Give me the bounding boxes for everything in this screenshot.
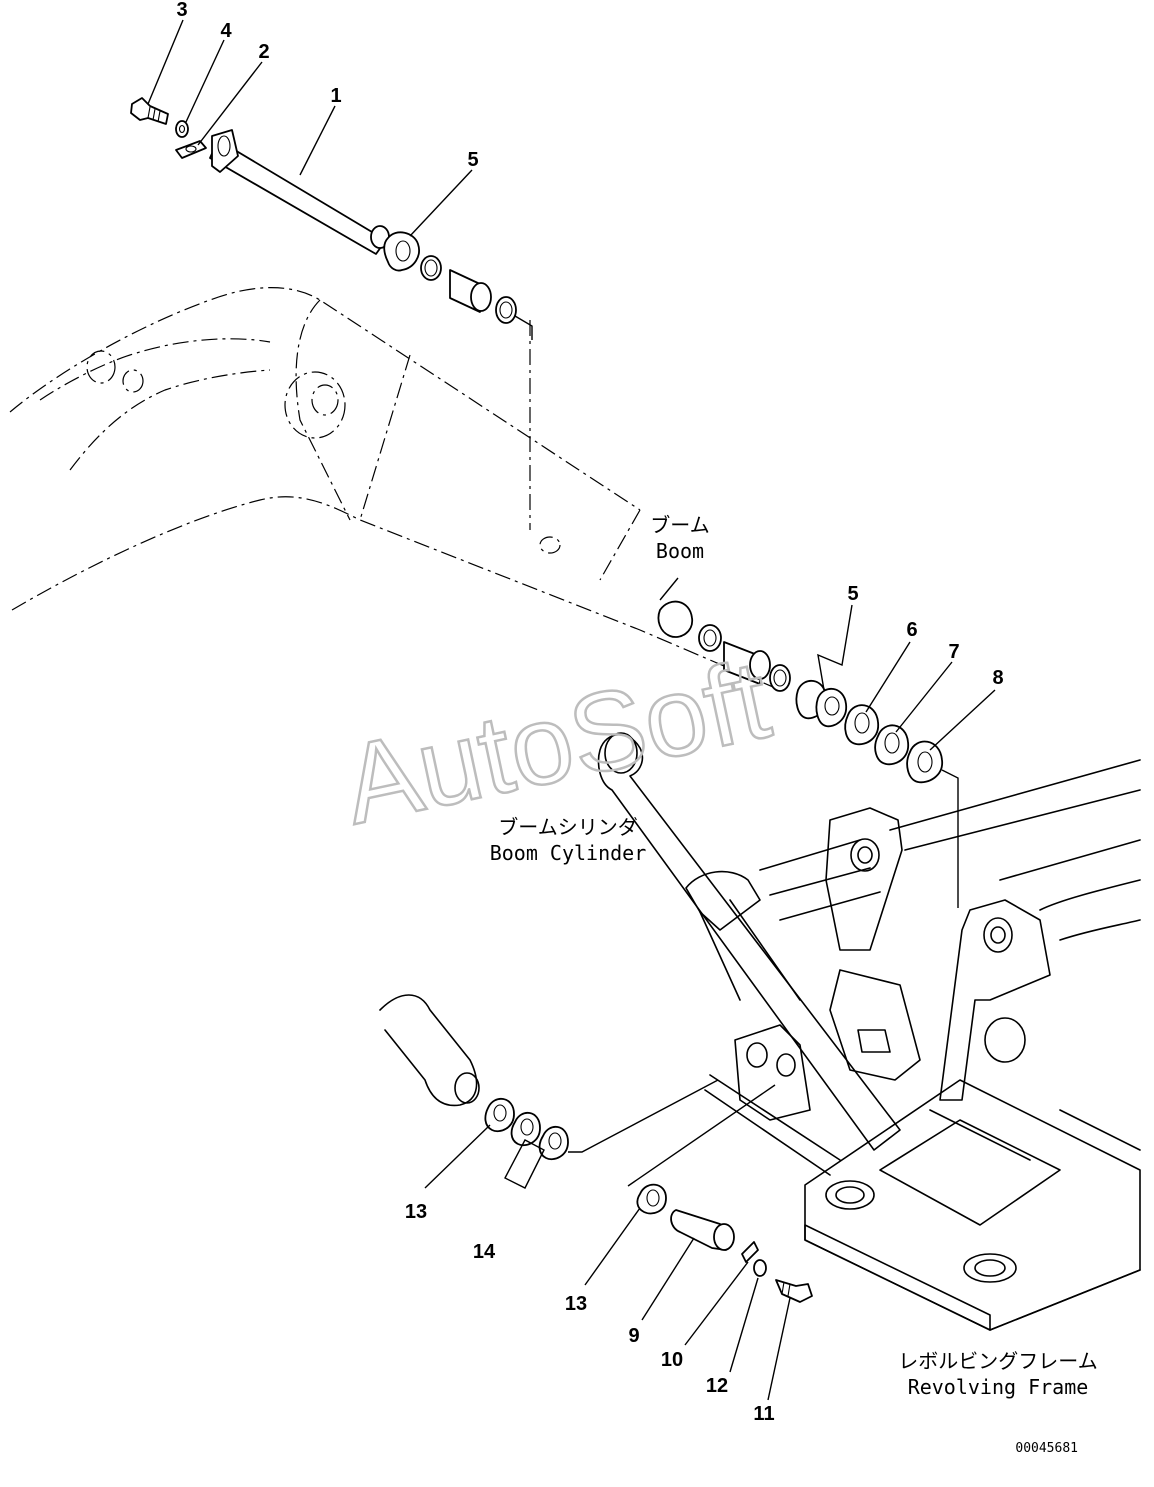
callout-8: 8 (992, 667, 1003, 689)
callout-5-upper: 5 (467, 149, 478, 171)
boom-label-en: Boom (656, 539, 704, 563)
callout-6: 6 (906, 619, 917, 641)
part-labels: ブーム Boom ブームシリンダ Boom Cylinder レボルビングフレー… (490, 513, 1098, 1456)
lock-plate-part-2 (175, 140, 207, 159)
leader-lines (147, 19, 996, 1401)
callout-2: 2 (258, 41, 269, 63)
bolt-part-3 (130, 97, 169, 125)
pin-part-1 (209, 129, 390, 255)
callout-5-lower: 5 (847, 583, 858, 605)
boom-label-jp: ブーム (650, 513, 709, 537)
shim-part-5-upper (383, 231, 420, 272)
callout-numbers: 3 4 2 1 5 5 6 7 8 13 14 13 9 10 12 11 (176, 0, 1003, 1425)
boom-cylinder (597, 732, 901, 1151)
callout-12: 12 (706, 1375, 728, 1397)
callout-11: 11 (753, 1403, 774, 1425)
cylinder-foot-pin-assembly (484, 1079, 813, 1303)
callout-3: 3 (176, 0, 187, 21)
boom-outline (9, 287, 781, 691)
washer-part-4 (175, 120, 189, 138)
callout-10: 10 (661, 1349, 683, 1371)
boom-foot-pin-assembly (130, 97, 533, 340)
revolving-frame (379, 759, 1141, 1331)
callout-4: 4 (220, 20, 232, 42)
boom-cylinder-top-assembly (657, 600, 959, 908)
callout-13-left: 13 (405, 1201, 427, 1223)
revolving-frame-label-en: Revolving Frame (908, 1375, 1089, 1399)
drawing-code: 00045681 (1015, 1441, 1078, 1456)
callout-14: 14 (473, 1241, 496, 1263)
callout-13-lower: 13 (565, 1293, 587, 1315)
revolving-frame-label-jp: レボルビングフレーム (898, 1349, 1097, 1373)
boom-cylinder-label-jp: ブームシリンダ (498, 815, 637, 839)
callout-9: 9 (628, 1325, 639, 1347)
boom-cylinder-label-en: Boom Cylinder (490, 841, 647, 865)
callout-7: 7 (948, 641, 959, 663)
callout-1: 1 (330, 85, 341, 107)
